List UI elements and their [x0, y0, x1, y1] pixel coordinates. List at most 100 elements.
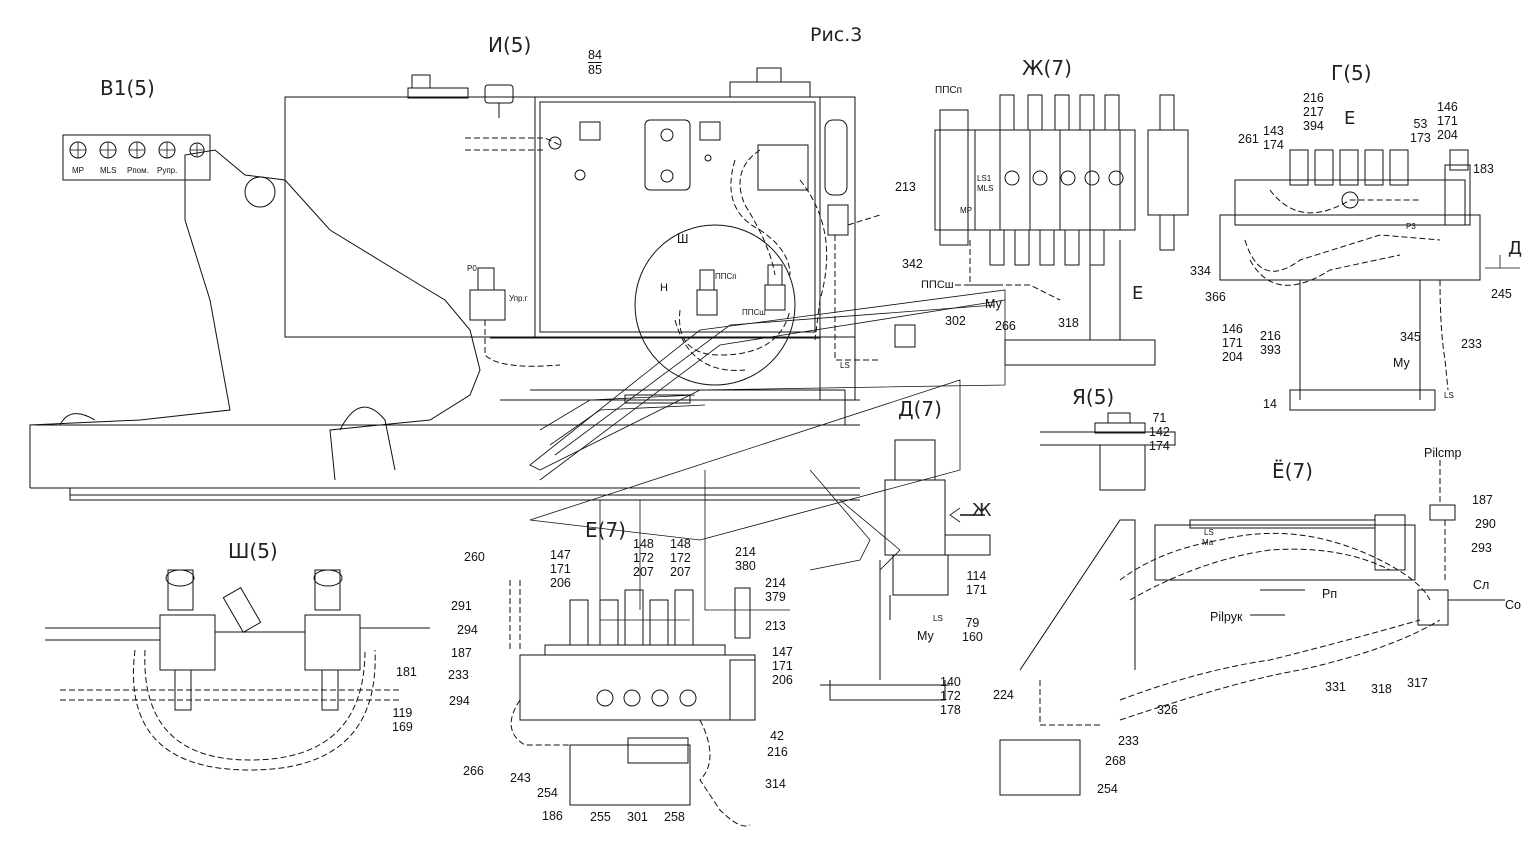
d-ls: LS [933, 614, 943, 623]
valve-bank-zh [934, 94, 1189, 366]
zh-label-mls: MLS [977, 184, 994, 193]
label-p0-main: Р0 [467, 264, 477, 273]
yo-290: 290 [1475, 517, 1496, 531]
callout-sh-marker: Ш [677, 232, 689, 246]
yo-233: 233 [1118, 734, 1139, 748]
zh-e-arrow: Е [1132, 283, 1144, 304]
yo-224: 224 [993, 688, 1014, 702]
yo-317: 317 [1407, 676, 1428, 690]
callout-ppsp: ППСп [715, 272, 737, 281]
yo-pilcmp: Pilcmp [1424, 446, 1462, 460]
port-label-mls: MLS [100, 166, 117, 175]
yo-label-ma: Ма [1202, 538, 1214, 547]
detail-sh [45, 569, 430, 771]
valve-block-g [1219, 149, 1520, 411]
view-label-ya: Я(5) [1072, 385, 1115, 409]
view-label-v1: В1(5) [100, 76, 155, 100]
zh-318: 318 [1058, 316, 1079, 330]
view-label-d: Д(7) [898, 397, 942, 421]
yo-so: Со [1505, 598, 1521, 612]
zh-label-ls1: LS1 [977, 174, 992, 183]
valve-bank-e [509, 580, 756, 827]
g-334: 334 [1190, 264, 1211, 278]
e-186: 186 [542, 809, 563, 823]
g-233: 233 [1461, 337, 1482, 351]
valve-block-yo [999, 460, 1505, 796]
port-label-pupr: Рупр. [157, 166, 178, 175]
yo-268: 268 [1105, 754, 1126, 768]
zh-342: 342 [902, 257, 923, 271]
yo-293: 293 [1471, 541, 1492, 555]
yo-pn: Рп [1322, 587, 1338, 601]
g-345: 345 [1400, 330, 1421, 344]
zh-302: 302 [945, 314, 966, 328]
e-294-bottom: 294 [449, 694, 470, 708]
zh-ppsp: ППСп [935, 85, 963, 96]
yo-187: 187 [1472, 493, 1493, 507]
view-label-yo: Ё(7) [1272, 459, 1313, 483]
figure-title: Рис.3 [810, 24, 863, 46]
e-233: 233 [448, 668, 469, 682]
d-mu: Му [917, 629, 934, 643]
e-213: 213 [765, 619, 786, 633]
e-254: 254 [537, 786, 558, 800]
yo-326: 326 [1157, 703, 1178, 717]
g-mu: Му [1393, 356, 1410, 370]
e-42: 42 [770, 729, 784, 743]
e-266: 266 [463, 764, 484, 778]
zh-label-mp: МР [960, 206, 972, 215]
view-label-i: И(5) [488, 33, 532, 57]
g-e-arrow: Е [1344, 108, 1356, 129]
e-314: 314 [765, 777, 786, 791]
g-d-arrow: Д [1508, 238, 1523, 259]
port-circles [69, 141, 205, 159]
callout-n-marker: Н [660, 282, 668, 294]
detail-ya [1040, 412, 1176, 491]
g-366: 366 [1205, 290, 1226, 304]
view-label-zh: Ж(7) [1022, 56, 1072, 80]
yo-label-ls: LS [1204, 528, 1214, 537]
valve-block-d [820, 439, 991, 701]
yo-331: 331 [1325, 680, 1346, 694]
g-183: 183 [1473, 162, 1494, 176]
e-291: 291 [451, 599, 472, 613]
g-245: 245 [1491, 287, 1512, 301]
yo-sl: Сл [1473, 578, 1490, 592]
e-301: 301 [627, 810, 648, 824]
e-260: 260 [464, 550, 485, 564]
zh-ppsh: ППСш [921, 279, 954, 291]
sh-181: 181 [396, 665, 417, 679]
g-261: 261 [1238, 132, 1259, 146]
view-label-g: Г(5) [1331, 61, 1372, 85]
yo-318: 318 [1371, 682, 1392, 696]
yo-pilruk: Pilрук [1210, 610, 1243, 624]
label-ls-main: LS [840, 361, 850, 370]
g-label-p3: Р3 [1406, 222, 1416, 231]
g-ls: LS [1444, 391, 1454, 400]
port-panel-v1 [62, 134, 211, 181]
machine-frame-view [29, 67, 1006, 621]
yo-254: 254 [1097, 782, 1118, 796]
zh-213: 213 [895, 180, 916, 194]
port-label-ppom: Рпом. [127, 166, 149, 175]
view-label-sh: Ш(5) [228, 539, 278, 563]
zh-mu: Му [985, 297, 1002, 311]
g-14: 14 [1263, 397, 1277, 411]
